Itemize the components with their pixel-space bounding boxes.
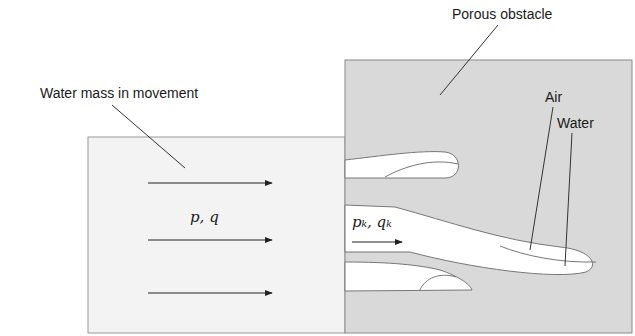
leader-line — [565, 133, 572, 266]
region-label: Porous obstacle — [452, 6, 552, 23]
phase-label: Air — [545, 89, 562, 106]
air-water-interface — [385, 162, 458, 177]
leader-line — [112, 105, 185, 168]
water-mass — [88, 137, 345, 333]
pore-channel — [345, 152, 459, 178]
region-label: Water mass in movement — [40, 85, 198, 102]
flow-arrow — [148, 293, 272, 294]
leader-line — [440, 25, 498, 95]
phase-label: Water — [557, 115, 594, 132]
flow-arrow — [148, 240, 272, 241]
air-water-interface — [420, 275, 456, 290]
flow-variable: pₖ, qₖ — [352, 213, 392, 231]
leader-line — [530, 107, 553, 250]
flow-arrow — [148, 183, 272, 184]
flow-arrow — [352, 242, 402, 243]
pore-channel — [345, 262, 472, 291]
air-water-interface — [500, 246, 596, 262]
porous-obstacle — [345, 60, 632, 333]
flow-variable: p, q — [190, 208, 219, 226]
